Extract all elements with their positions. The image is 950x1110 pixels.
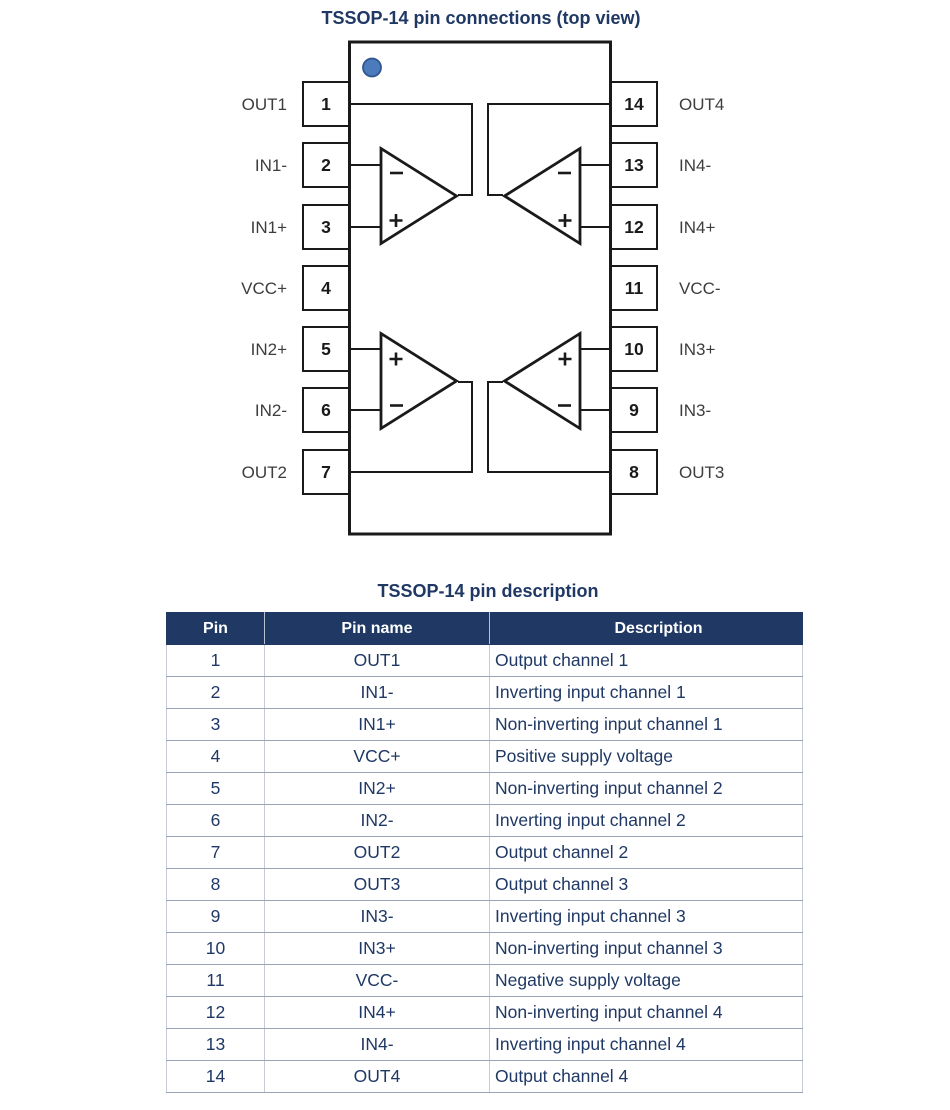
svg-text:4: 4 bbox=[321, 278, 331, 298]
svg-text:IN2+: IN2+ bbox=[251, 340, 287, 359]
svg-text:VCC-: VCC- bbox=[679, 279, 721, 298]
svg-text:IN4-: IN4- bbox=[679, 156, 711, 175]
svg-text:IN4+: IN4+ bbox=[679, 218, 715, 237]
svg-text:IN3-: IN3- bbox=[679, 401, 711, 420]
svg-text:8: 8 bbox=[629, 462, 639, 482]
svg-text:1: 1 bbox=[321, 94, 331, 114]
svg-text:7: 7 bbox=[321, 462, 331, 482]
svg-text:IN1+: IN1+ bbox=[251, 218, 287, 237]
svg-text:10: 10 bbox=[624, 339, 644, 359]
svg-text:9: 9 bbox=[629, 400, 639, 420]
svg-text:12: 12 bbox=[624, 217, 644, 237]
svg-text:IN3+: IN3+ bbox=[679, 340, 715, 359]
svg-text:14: 14 bbox=[624, 94, 644, 114]
svg-text:11: 11 bbox=[625, 278, 644, 298]
svg-text:13: 13 bbox=[624, 155, 644, 175]
svg-text:3: 3 bbox=[321, 217, 331, 237]
svg-text:VCC+: VCC+ bbox=[241, 279, 287, 298]
svg-text:6: 6 bbox=[321, 400, 331, 420]
svg-text:OUT4: OUT4 bbox=[679, 95, 724, 114]
svg-text:OUT2: OUT2 bbox=[242, 463, 287, 482]
svg-text:OUT3: OUT3 bbox=[679, 463, 724, 482]
svg-text:IN2-: IN2- bbox=[255, 401, 287, 420]
svg-text:5: 5 bbox=[321, 339, 331, 359]
svg-text:IN1-: IN1- bbox=[255, 156, 287, 175]
svg-text:2: 2 bbox=[321, 155, 331, 175]
svg-text:OUT1: OUT1 bbox=[242, 95, 287, 114]
